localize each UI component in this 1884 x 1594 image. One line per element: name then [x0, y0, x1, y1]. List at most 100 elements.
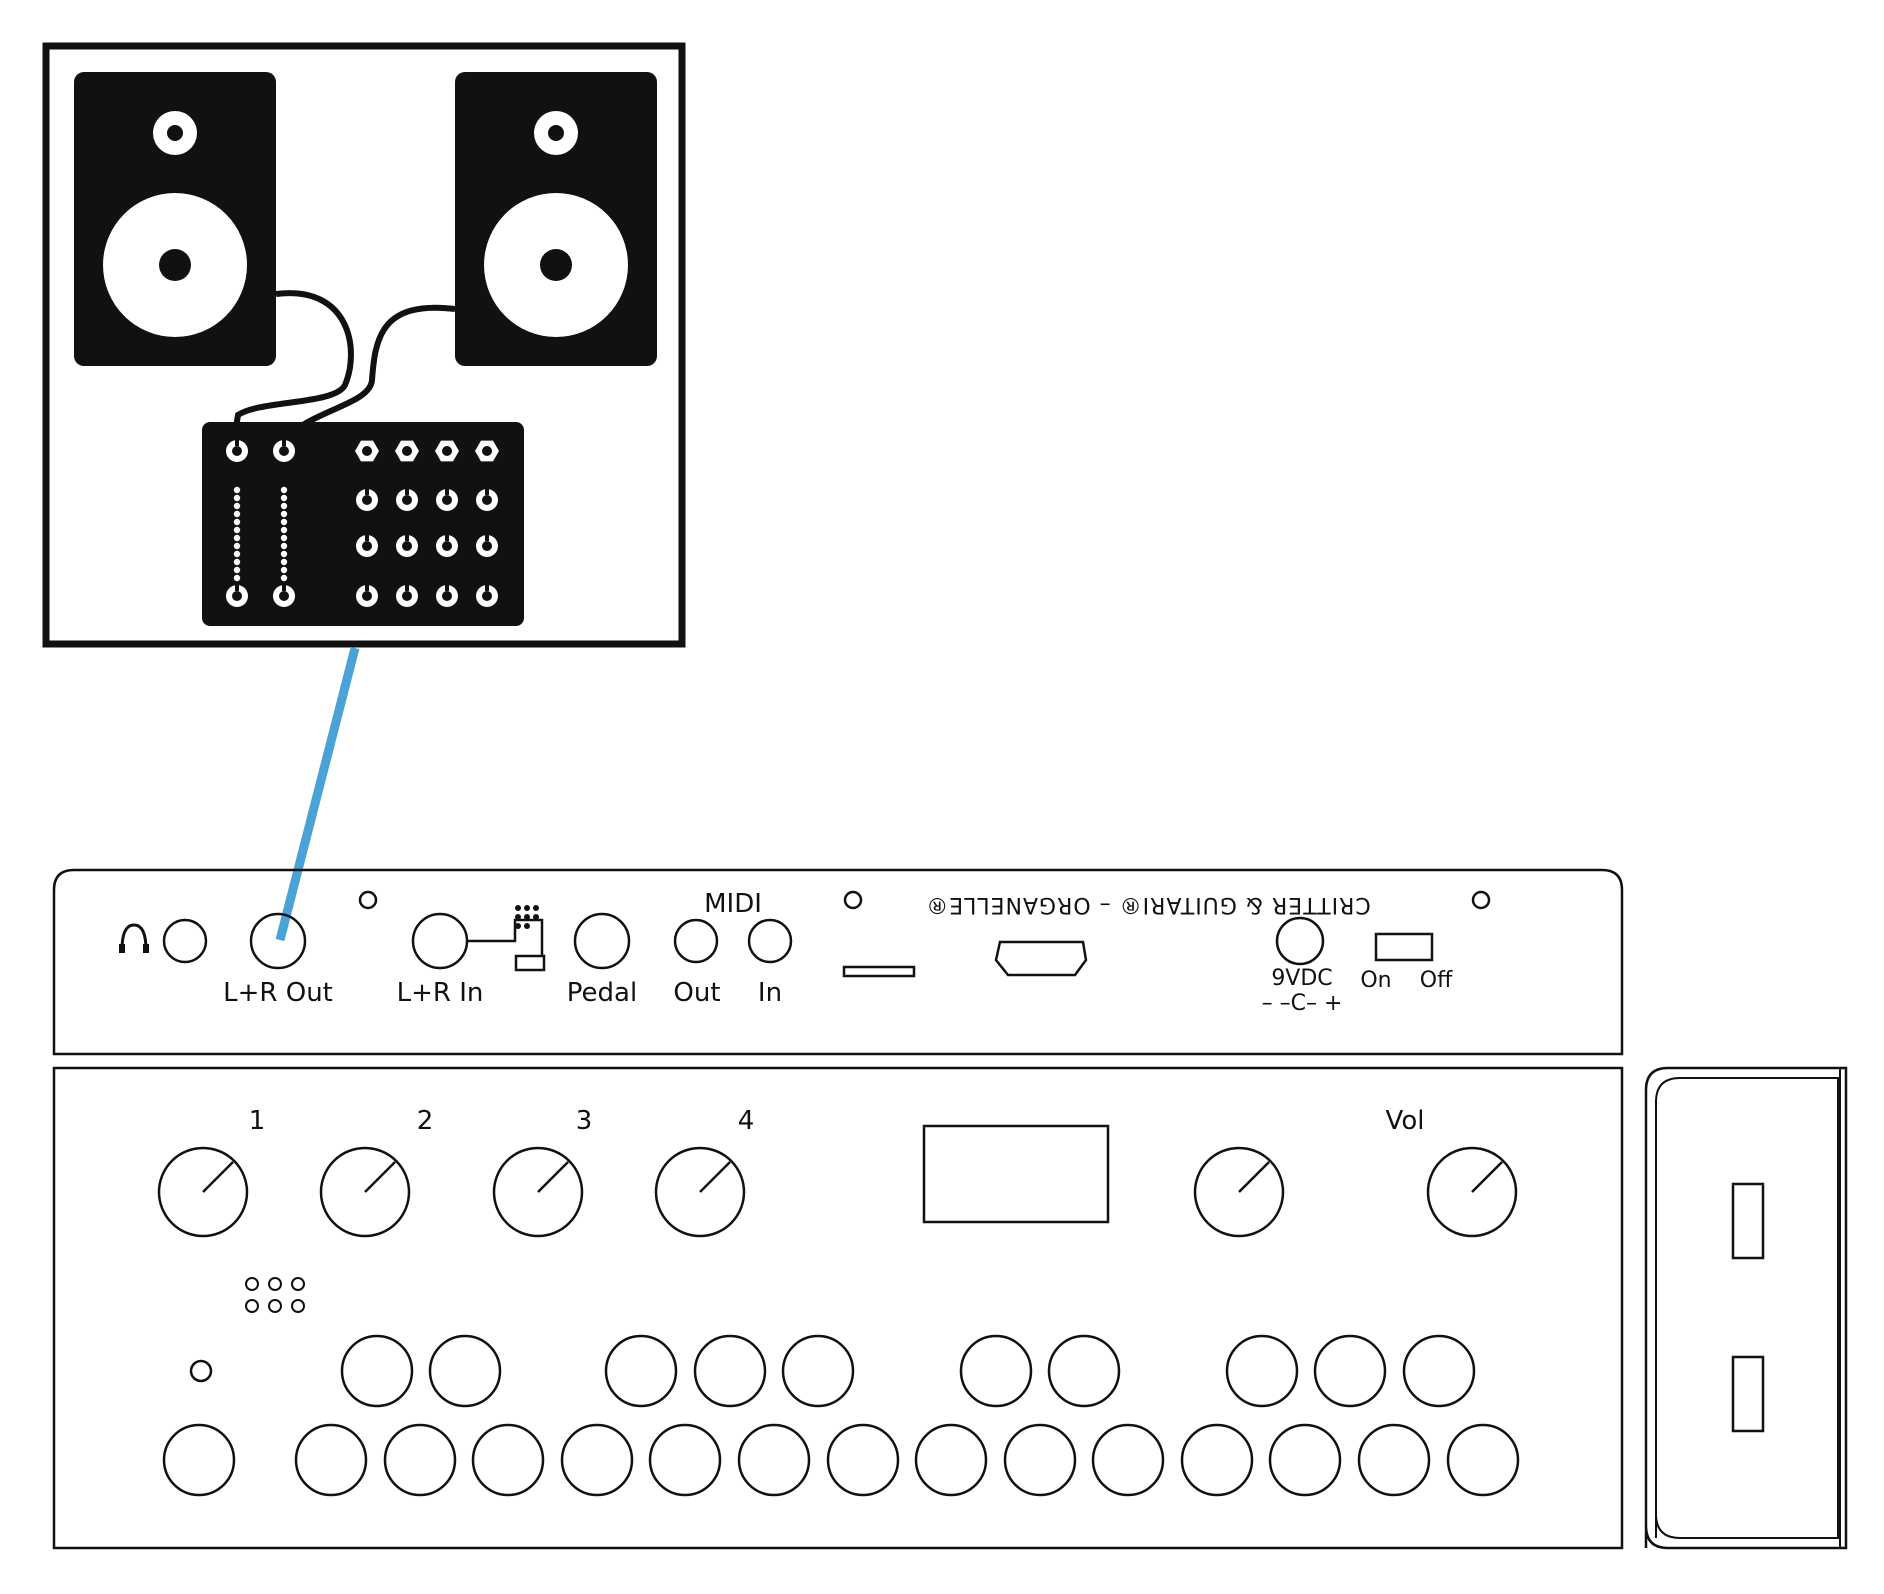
speaker-grille-icon — [245, 1277, 305, 1313]
key-upper[interactable] — [1047, 1334, 1121, 1408]
midi-out-label: Out — [673, 978, 720, 1008]
mixer-meter-dot — [280, 566, 288, 574]
key-lower[interactable] — [648, 1423, 722, 1497]
mixer-eq-knob — [356, 532, 378, 557]
key-upper[interactable] — [781, 1334, 855, 1408]
input-level-switch[interactable] — [467, 905, 546, 972]
switch-level-icon — [515, 905, 539, 929]
key-lower[interactable] — [1357, 1423, 1431, 1497]
back-panel-outline — [52, 868, 1624, 1056]
mixer-jack — [435, 440, 459, 462]
mixer-fader-knob — [226, 582, 248, 607]
lr-in-jack[interactable] — [411, 912, 469, 970]
lr-out-label: L+R Out — [223, 978, 333, 1008]
mixer-eq-knob — [436, 486, 458, 511]
key-upper[interactable] — [1225, 1334, 1299, 1408]
mixer-meter-dot — [280, 502, 288, 510]
mixer-meter-dot — [233, 550, 241, 558]
mixer-meter-dot — [233, 542, 241, 550]
headphone-jack[interactable] — [162, 918, 208, 964]
mixer-meter-dot — [280, 558, 288, 566]
mixer-channel-knob — [273, 437, 295, 462]
mixer-meter-dot — [233, 526, 241, 534]
key-lower[interactable] — [1180, 1423, 1254, 1497]
knob-5[interactable] — [1193, 1146, 1285, 1238]
knob-4[interactable] — [654, 1146, 746, 1238]
power-polarity-label: – –C– + — [1262, 991, 1343, 1016]
key-lower[interactable] — [1268, 1423, 1342, 1497]
midi-out-jack[interactable] — [673, 918, 719, 964]
key-lower[interactable] — [1003, 1423, 1077, 1497]
mixer-meter-dot — [280, 542, 288, 550]
switch-on-label: On — [1360, 968, 1391, 993]
side-usb-port[interactable] — [1731, 1182, 1765, 1260]
mixer-jack — [475, 440, 499, 462]
mixer-eq-knob — [356, 486, 378, 511]
headphones-icon — [119, 923, 149, 953]
mixer-eq-knob — [476, 532, 498, 557]
key-upper[interactable] — [959, 1334, 1033, 1408]
key-lower[interactable] — [471, 1423, 545, 1497]
knob-1[interactable] — [157, 1146, 249, 1238]
key-lower[interactable] — [383, 1423, 457, 1497]
key-upper[interactable] — [604, 1334, 678, 1408]
lr-in-label: L+R In — [397, 978, 484, 1008]
mixer-meter-dot — [233, 558, 241, 566]
mixer-eq-knob — [396, 532, 418, 557]
side-usb-port[interactable] — [1731, 1355, 1765, 1433]
mixer-meter-dot — [233, 574, 241, 582]
key-lower[interactable] — [737, 1423, 811, 1497]
mixer-eq-knob — [396, 582, 418, 607]
speaker-right-cable — [282, 304, 456, 443]
sd-card-slot[interactable] — [842, 965, 916, 978]
organelle-top-panel: 1 2 3 4 Vol — [52, 1066, 1624, 1550]
pedal-label: Pedal — [567, 978, 637, 1008]
knob-1-label: 1 — [249, 1106, 266, 1136]
pedal-jack[interactable] — [573, 912, 631, 970]
organelle-side-view — [1644, 1066, 1848, 1550]
volume-knob[interactable] — [1426, 1146, 1518, 1238]
organelle-back-panel: L+R Out L+R In Pedal MIDI Out In CRITTER… — [52, 868, 1624, 1056]
mixer-meter-dot — [233, 518, 241, 526]
key-upper[interactable] — [428, 1334, 502, 1408]
hdmi-port[interactable] — [994, 940, 1088, 977]
mixer-eq-knob — [476, 486, 498, 511]
top-panel-outline — [52, 1066, 1624, 1550]
speaker-mixer-inset — [42, 42, 686, 648]
mixer-channel-knob — [226, 437, 248, 462]
mixer-meter-dot — [233, 510, 241, 518]
lr-out-jack[interactable] — [249, 912, 307, 970]
audio-cable — [275, 646, 360, 942]
mixer-meter-dot — [280, 494, 288, 502]
key-lower[interactable] — [826, 1423, 900, 1497]
key-upper[interactable] — [1313, 1334, 1387, 1408]
mixer-meter-dot — [280, 574, 288, 582]
knob-3[interactable] — [492, 1146, 584, 1238]
midi-in-jack[interactable] — [747, 918, 793, 964]
key-upper[interactable] — [693, 1334, 767, 1408]
key-upper[interactable] — [340, 1334, 414, 1408]
mixer-meter-dot — [233, 566, 241, 574]
power-switch[interactable] — [1374, 932, 1434, 962]
mixer-icon — [202, 422, 524, 626]
mixer-fader-knob — [273, 582, 295, 607]
midi-label: MIDI — [704, 889, 762, 919]
key-upper[interactable] — [1402, 1334, 1476, 1408]
key-lower[interactable] — [294, 1423, 368, 1497]
key-lower[interactable] — [162, 1423, 236, 1497]
knob-2[interactable] — [319, 1146, 411, 1238]
mixer-eq-knob — [356, 582, 378, 607]
screw-hole — [1471, 890, 1491, 910]
key-lower[interactable] — [1446, 1423, 1520, 1497]
key-lower[interactable] — [914, 1423, 988, 1497]
power-jack[interactable] — [1275, 916, 1325, 966]
key-lower[interactable] — [560, 1423, 634, 1497]
vol-label: Vol — [1386, 1106, 1425, 1136]
mixer-eq-knob — [396, 486, 418, 511]
speaker-right-icon — [455, 72, 657, 366]
mixer-jack — [355, 440, 379, 462]
screw-hole — [358, 890, 378, 910]
speaker-left-cable — [231, 290, 354, 441]
key-lower[interactable] — [1091, 1423, 1165, 1497]
